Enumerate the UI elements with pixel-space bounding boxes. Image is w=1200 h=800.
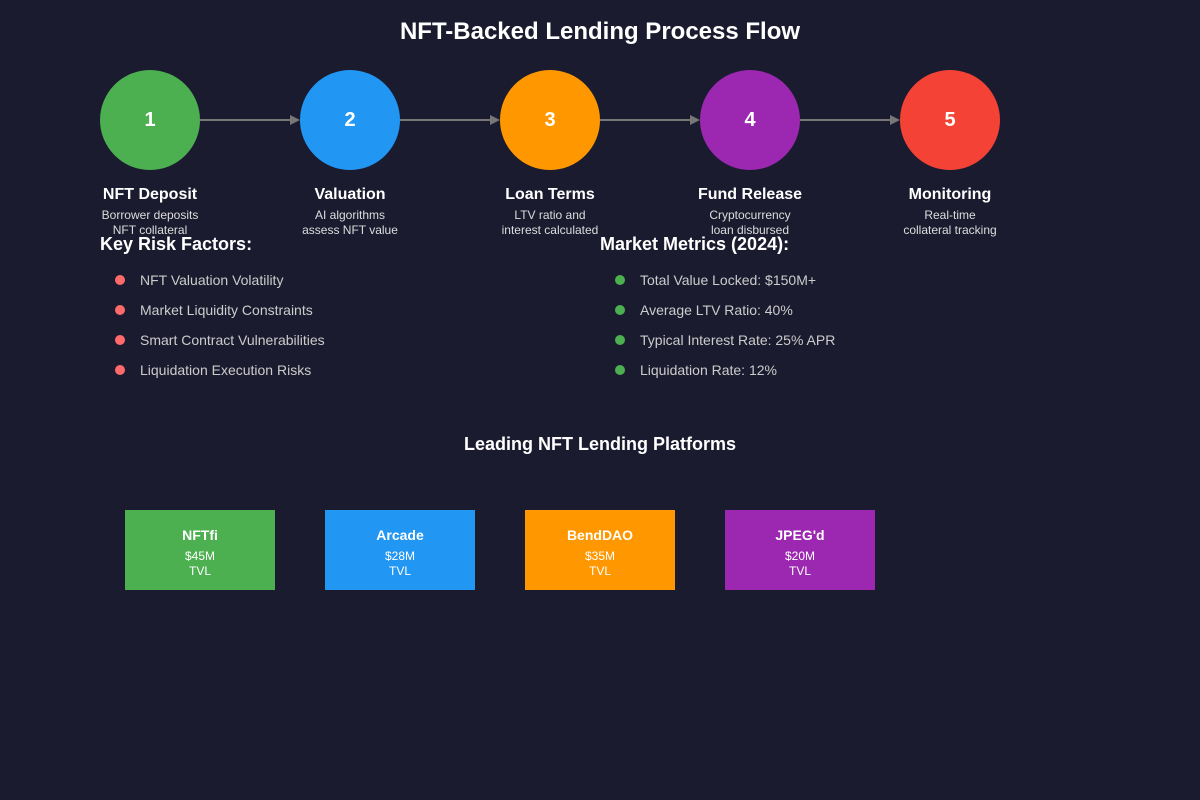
market-metric-label: Liquidation Rate: 12% — [640, 362, 777, 378]
platform-card: Arcade $28M TVL — [325, 510, 475, 590]
page-title: NFT-Backed Lending Process Flow — [399, 18, 801, 45]
step-description-line: assess NFT value — [302, 223, 398, 237]
bullet-dot-icon — [115, 335, 125, 345]
step-description-line: NFT collateral — [112, 223, 188, 237]
market-metric-item: Liquidation Rate: 12% — [615, 360, 777, 380]
platform-card: JPEG'd $20M TVL — [725, 510, 875, 590]
bullet-dot-icon — [615, 305, 625, 315]
bullet-dot-icon — [115, 365, 125, 375]
platform-value: $45M — [184, 549, 216, 563]
step-title: Fund Release — [697, 186, 803, 203]
market-metric-label: Typical Interest Rate: 25% APR — [640, 332, 836, 348]
market-metric-item: Typical Interest Rate: 25% APR — [615, 330, 835, 350]
arrow-right-icon — [800, 115, 900, 125]
market-metric-label: Total Value Locked: $150M+ — [640, 272, 817, 288]
platforms-heading: Leading NFT Lending Platforms — [463, 434, 736, 454]
platform-value: $20M — [784, 549, 816, 563]
bullet-dot-icon — [615, 275, 625, 285]
risk-factor-item: Liquidation Execution Risks — [115, 360, 311, 380]
step-description-line: Borrower deposits — [101, 208, 199, 222]
platform-name: Arcade — [376, 527, 424, 543]
market-metrics-heading: Market Metrics (2024): — [600, 234, 790, 254]
bullet-dot-icon — [115, 275, 125, 285]
market-metric-label: Average LTV Ratio: 40% — [640, 302, 793, 318]
platform-unit: TVL — [588, 564, 611, 578]
bullet-dot-icon — [615, 335, 625, 345]
platform-card: BendDAO $35M TVL — [525, 510, 675, 590]
step-circle: 2 — [300, 70, 400, 170]
platform-unit: TVL — [188, 564, 211, 578]
step-title: NFT Deposit — [102, 186, 198, 203]
step-description-line: AI algorithms — [314, 208, 386, 222]
step-circle: 3 — [500, 70, 600, 170]
market-metric-item: Total Value Locked: $150M+ — [615, 270, 816, 290]
platform-unit: TVL — [388, 564, 411, 578]
arrow-right-icon — [200, 115, 300, 125]
step-number: 4 — [744, 108, 756, 131]
risk-factor-item: NFT Valuation Volatility — [115, 270, 283, 290]
step-circle: 5 — [900, 70, 1000, 170]
platform-card: NFTfi $45M TVL — [125, 510, 275, 590]
step-description-line: collateral tracking — [903, 223, 997, 237]
step-circle: 1 — [100, 70, 200, 170]
risk-factor-label: NFT Valuation Volatility — [140, 272, 284, 288]
step-description-line: interest calculated — [501, 223, 599, 237]
arrow-right-icon — [600, 115, 700, 125]
risk-factor-label: Market Liquidity Constraints — [140, 302, 313, 318]
platform-name: NFTfi — [182, 527, 218, 543]
step-title: Loan Terms — [505, 186, 595, 203]
step-description-line: LTV ratio and — [514, 208, 586, 222]
step-number: 3 — [544, 108, 556, 131]
platform-name: JPEG'd — [775, 527, 825, 543]
risk-factor-label: Smart Contract Vulnerabilities — [140, 332, 325, 348]
step-description-line: Cryptocurrency — [709, 208, 791, 222]
step-description-line: Real-time — [924, 208, 976, 222]
step-number: 1 — [144, 108, 156, 131]
bullet-dot-icon — [115, 305, 125, 315]
arrow-right-icon — [400, 115, 500, 125]
step-title: Monitoring — [908, 186, 992, 203]
platform-unit: TVL — [788, 564, 811, 578]
market-metric-item: Average LTV Ratio: 40% — [615, 300, 793, 320]
step-number: 2 — [344, 108, 356, 131]
step-description-line: loan disbursed — [710, 223, 790, 237]
step-number: 5 — [944, 108, 956, 131]
step-circle: 4 — [700, 70, 800, 170]
risk-factor-label: Liquidation Execution Risks — [140, 362, 312, 378]
bullet-dot-icon — [615, 365, 625, 375]
platform-value: $35M — [584, 549, 616, 563]
step-title: Valuation — [314, 186, 386, 203]
risk-factor-item: Market Liquidity Constraints — [115, 300, 313, 320]
platform-name: BendDAO — [566, 527, 634, 543]
platform-value: $28M — [384, 549, 416, 563]
risk-factors-heading: Key Risk Factors: — [100, 234, 253, 254]
risk-factor-item: Smart Contract Vulnerabilities — [115, 330, 325, 350]
